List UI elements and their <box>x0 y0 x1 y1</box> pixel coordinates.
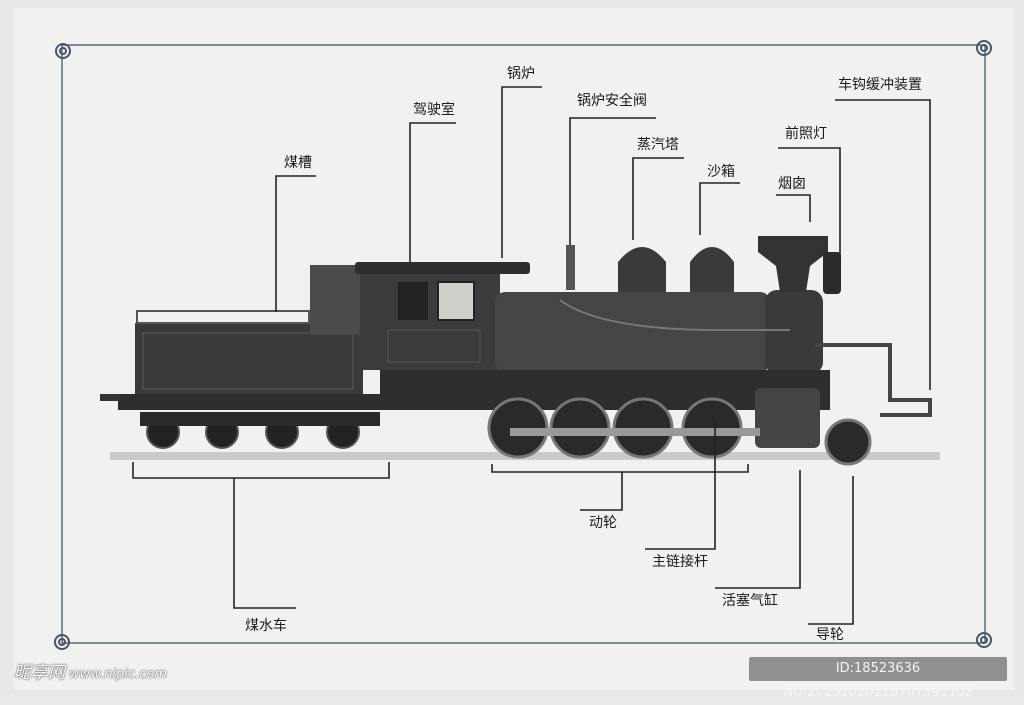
chimney <box>758 236 841 294</box>
locomotive <box>100 236 940 466</box>
domes <box>566 245 734 292</box>
frame-border <box>61 44 986 644</box>
label-driving-wheels: 动轮 <box>589 515 617 531</box>
label-main-rod: 主链接杆 <box>652 553 708 570</box>
cab <box>355 262 530 370</box>
label-chimney: 烟囱 <box>778 176 806 192</box>
label-pilot-wheel: 导轮 <box>816 627 844 643</box>
label-sand-box: 沙箱 <box>707 164 735 180</box>
label-boiler: 锅炉 <box>507 66 535 82</box>
label-tender: 煤水车 <box>245 617 287 634</box>
watermark-logo-text: 昵享网 <box>14 663 65 683</box>
watermark-logo: 昵享网 www.nipic.com <box>14 658 167 683</box>
pilot-wheel <box>824 418 872 466</box>
label-coupler: 车钩缓冲装置 <box>838 76 922 93</box>
piston-cylinder <box>755 388 820 448</box>
label-cab: 驾驶室 <box>413 101 455 118</box>
main-rod <box>510 428 760 436</box>
pilot-rails <box>815 343 932 417</box>
label-piston-cylinder: 活塞气缸 <box>722 592 778 609</box>
watermark-id: ID:18523636 NO:20251010110707391102 <box>749 657 1007 700</box>
tender-body <box>100 265 380 410</box>
leader-lines <box>132 86 931 625</box>
tender-truck <box>140 412 380 426</box>
boiler <box>495 290 823 374</box>
label-coal-bunker: 煤槽 <box>284 155 312 171</box>
label-safety-valve: 锅炉安全阀 <box>577 92 647 109</box>
label-headlight: 前照灯 <box>785 125 827 142</box>
corner-ornaments <box>54 40 992 650</box>
watermark-site: www.nipic.com <box>69 667 167 682</box>
label-steam-dome: 蒸汽塔 <box>637 137 679 153</box>
